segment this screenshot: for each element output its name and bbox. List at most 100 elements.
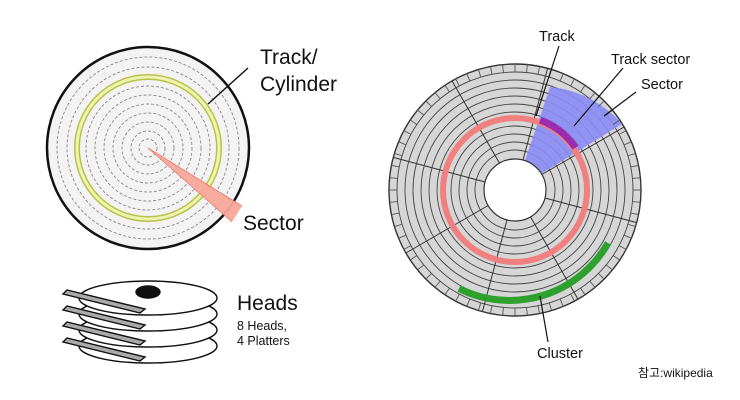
source-note: 참고:wikipedia xyxy=(638,366,713,380)
disk-tick-line xyxy=(623,234,632,239)
track-pointer xyxy=(535,45,560,117)
disk-sector-line xyxy=(451,80,500,164)
disk-tick-line xyxy=(466,73,471,82)
sector-pointer xyxy=(603,91,637,117)
disk-tick-line xyxy=(526,64,528,73)
disk-tick-line xyxy=(502,64,504,73)
disk-tick-line xyxy=(537,305,541,314)
platter-tracks xyxy=(56,56,240,240)
disk-tick-line xyxy=(434,280,441,288)
track-sector-pointer xyxy=(573,67,624,127)
disk-tick-line xyxy=(612,119,621,125)
disk-tick-line xyxy=(489,305,493,314)
purple-track-sector xyxy=(538,116,579,150)
disk-tick-line xyxy=(612,255,621,261)
disk-tick-line xyxy=(570,293,575,302)
cluster-pointer xyxy=(539,295,549,343)
disk-tick-line xyxy=(398,141,407,146)
disk-hub xyxy=(483,158,547,222)
disk-tick-line xyxy=(618,130,627,135)
disk-tick-line xyxy=(627,152,636,157)
disk-tick-line xyxy=(548,302,553,311)
disk-tick-line xyxy=(444,84,450,93)
disk-tick-line xyxy=(425,100,432,107)
disk-track-ring xyxy=(474,149,556,231)
heads-count: 8 Heads, xyxy=(237,319,287,333)
disk-tick-line xyxy=(409,255,418,261)
disk-tick-line xyxy=(417,264,425,271)
disk-track-ring xyxy=(458,133,572,247)
disk-tick-line xyxy=(394,152,403,157)
track-sector-label: Track sector xyxy=(611,52,690,68)
disk-tick-line xyxy=(623,141,632,146)
disk-sector-line xyxy=(393,156,486,183)
disk-tick-line xyxy=(466,298,471,307)
platter-diagram: Track/ Cylinder Sector xyxy=(45,45,337,251)
track-pointer-line xyxy=(207,67,249,105)
disk-tick-line xyxy=(570,78,575,87)
spindle xyxy=(135,285,161,299)
disk-tick-line xyxy=(618,245,627,250)
track-cylinder-label-2: Cylinder xyxy=(260,73,337,96)
disk-tick-line xyxy=(559,73,564,82)
disk-sector-line xyxy=(544,197,637,224)
disk-tick-line xyxy=(630,164,639,168)
disk-tick-line xyxy=(394,223,403,228)
platters-count: 4 Platters xyxy=(237,334,290,348)
track-cylinder-label-1: Track/ xyxy=(260,46,318,69)
disk-tick-line xyxy=(391,212,400,216)
disk-tick-line xyxy=(455,293,460,302)
disk-tick-line xyxy=(580,84,586,93)
disk-sector-line xyxy=(405,205,489,254)
disk-tick-line xyxy=(391,164,400,168)
disk-track-ring xyxy=(436,111,594,269)
disk-tick-line xyxy=(477,302,482,311)
disk-tick-line xyxy=(417,109,425,116)
disk-tick-line xyxy=(605,264,613,271)
disk-tick-line xyxy=(434,92,441,100)
green-cluster xyxy=(457,241,612,304)
disk-tick-line xyxy=(477,69,482,78)
disk-tick-line xyxy=(403,245,412,250)
right-track-label: Track xyxy=(539,29,575,45)
disk-tick-line xyxy=(526,307,528,316)
disk-track-ring xyxy=(450,125,580,255)
disk-tick-line xyxy=(502,307,504,316)
disk-tick-line xyxy=(398,234,407,239)
red-track xyxy=(440,115,590,265)
disk-tick-line xyxy=(403,130,412,135)
disk-tick-line xyxy=(630,212,639,216)
disk-track-ring xyxy=(428,103,602,277)
cluster-label: Cluster xyxy=(537,346,583,362)
disk-tick-line xyxy=(627,223,636,228)
disk-tick-line xyxy=(632,201,641,203)
disk-tick-line xyxy=(598,100,605,107)
sector-wedge xyxy=(148,148,242,222)
disk-track-ring xyxy=(420,95,610,285)
disk-tick-line xyxy=(409,119,418,125)
disk-tick-line xyxy=(589,92,596,100)
disk-track-ring xyxy=(466,141,564,239)
disk-sector-line xyxy=(541,126,625,175)
highlighted-track-inner xyxy=(75,75,221,221)
heads-title: Heads xyxy=(237,292,298,315)
disk-track-ring xyxy=(412,87,618,293)
disk-tick-line xyxy=(455,78,460,87)
right-sector-label: Sector xyxy=(641,77,683,93)
disk-tick-line xyxy=(489,66,493,75)
disk-tick-line xyxy=(598,273,605,280)
disk-tick-line xyxy=(589,280,596,288)
disk-tick-line xyxy=(389,201,398,203)
disk-tick-line xyxy=(537,66,541,75)
heads-stack: Heads 8 Heads, 4 Platters xyxy=(61,280,298,364)
disk-tick-line xyxy=(389,177,398,179)
disk-tick-line xyxy=(444,287,450,296)
sector-disk-diagram: Track Track sector Sector Cluster xyxy=(388,29,690,362)
left-sector-label: Sector xyxy=(243,212,304,235)
disk-tick-line xyxy=(580,287,586,296)
disk-tick-line xyxy=(425,273,432,280)
disk-sector-line xyxy=(522,68,549,161)
disk-tick-line xyxy=(632,177,641,179)
